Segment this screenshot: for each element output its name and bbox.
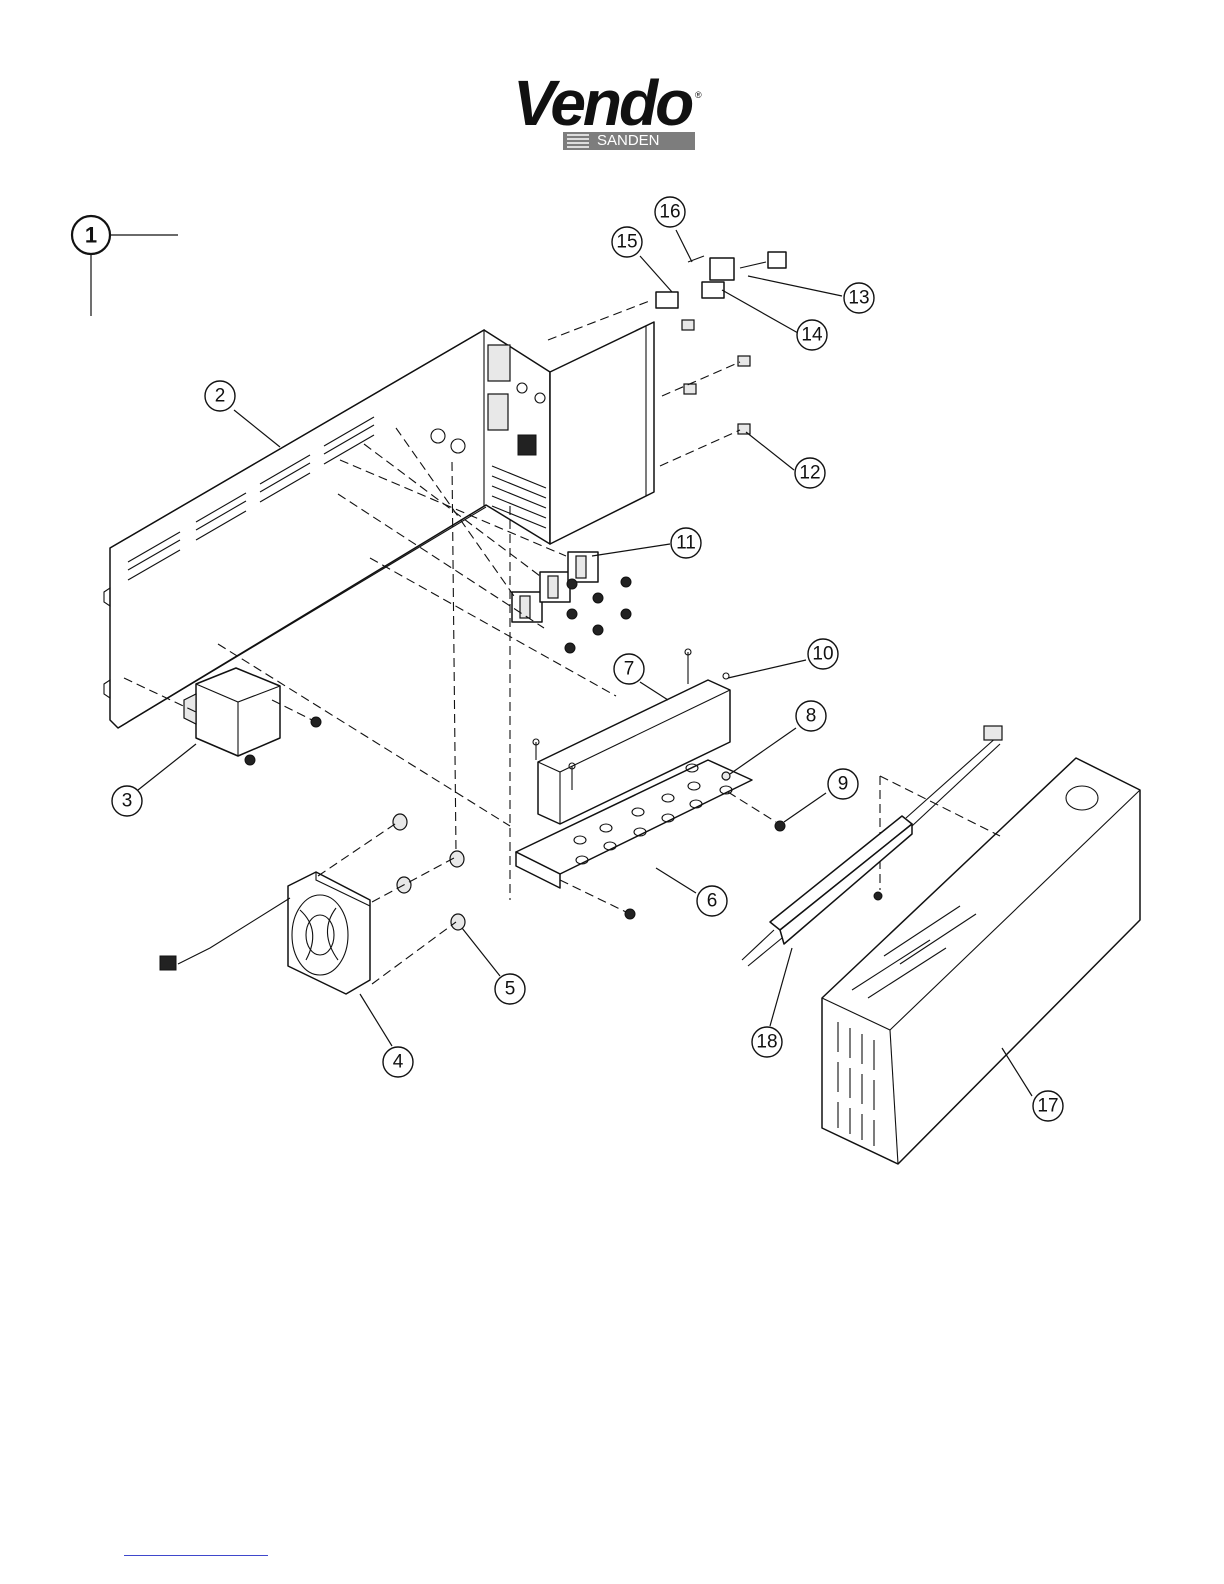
part-transformer (184, 668, 321, 765)
svg-text:9: 9 (838, 774, 849, 795)
callout-6: 6 (697, 886, 727, 916)
part-chassis-panel (104, 322, 654, 728)
callout-10: 10 (808, 639, 838, 669)
callout-15: 15 (612, 227, 642, 257)
svg-text:5: 5 (505, 979, 516, 1000)
svg-text:3: 3 (122, 791, 133, 812)
callout-17: 17 (1033, 1091, 1063, 1121)
callout-16: 16 (655, 197, 685, 227)
callout-7: 7 (614, 654, 644, 684)
svg-text:10: 10 (812, 644, 833, 665)
part-cover (822, 758, 1140, 1164)
svg-text:6: 6 (707, 891, 718, 912)
footer-link[interactable] (124, 1555, 268, 1556)
callout-4: 4 (383, 1047, 413, 1077)
svg-text:7: 7 (624, 659, 635, 680)
svg-text:14: 14 (801, 325, 823, 346)
svg-text:15: 15 (616, 232, 637, 253)
callout-9: 9 (828, 769, 858, 799)
part-fan (160, 872, 370, 994)
callout-5: 5 (495, 974, 525, 1004)
callout-2: 2 (205, 381, 235, 411)
callout-13: 13 (844, 283, 874, 313)
callout-12: 12 (795, 458, 825, 488)
svg-text:16: 16 (659, 202, 680, 223)
svg-text:2: 2 (215, 386, 226, 407)
svg-text:1: 1 (85, 223, 97, 248)
part-fuse-hardware (656, 252, 786, 434)
callout-8: 8 (796, 701, 826, 731)
svg-text:13: 13 (848, 288, 869, 309)
callout-11: 11 (671, 528, 701, 558)
svg-text:4: 4 (393, 1052, 404, 1073)
part-relays (512, 552, 631, 653)
svg-text:12: 12 (799, 463, 820, 484)
callout-18: 18 (752, 1027, 782, 1057)
svg-text:18: 18 (756, 1032, 777, 1053)
svg-text:11: 11 (676, 533, 696, 554)
svg-text:17: 17 (1037, 1096, 1058, 1117)
svg-text:8: 8 (806, 706, 817, 727)
callout-1: 1 (72, 216, 110, 254)
callout-3: 3 (112, 786, 142, 816)
callout-14: 14 (797, 320, 827, 350)
